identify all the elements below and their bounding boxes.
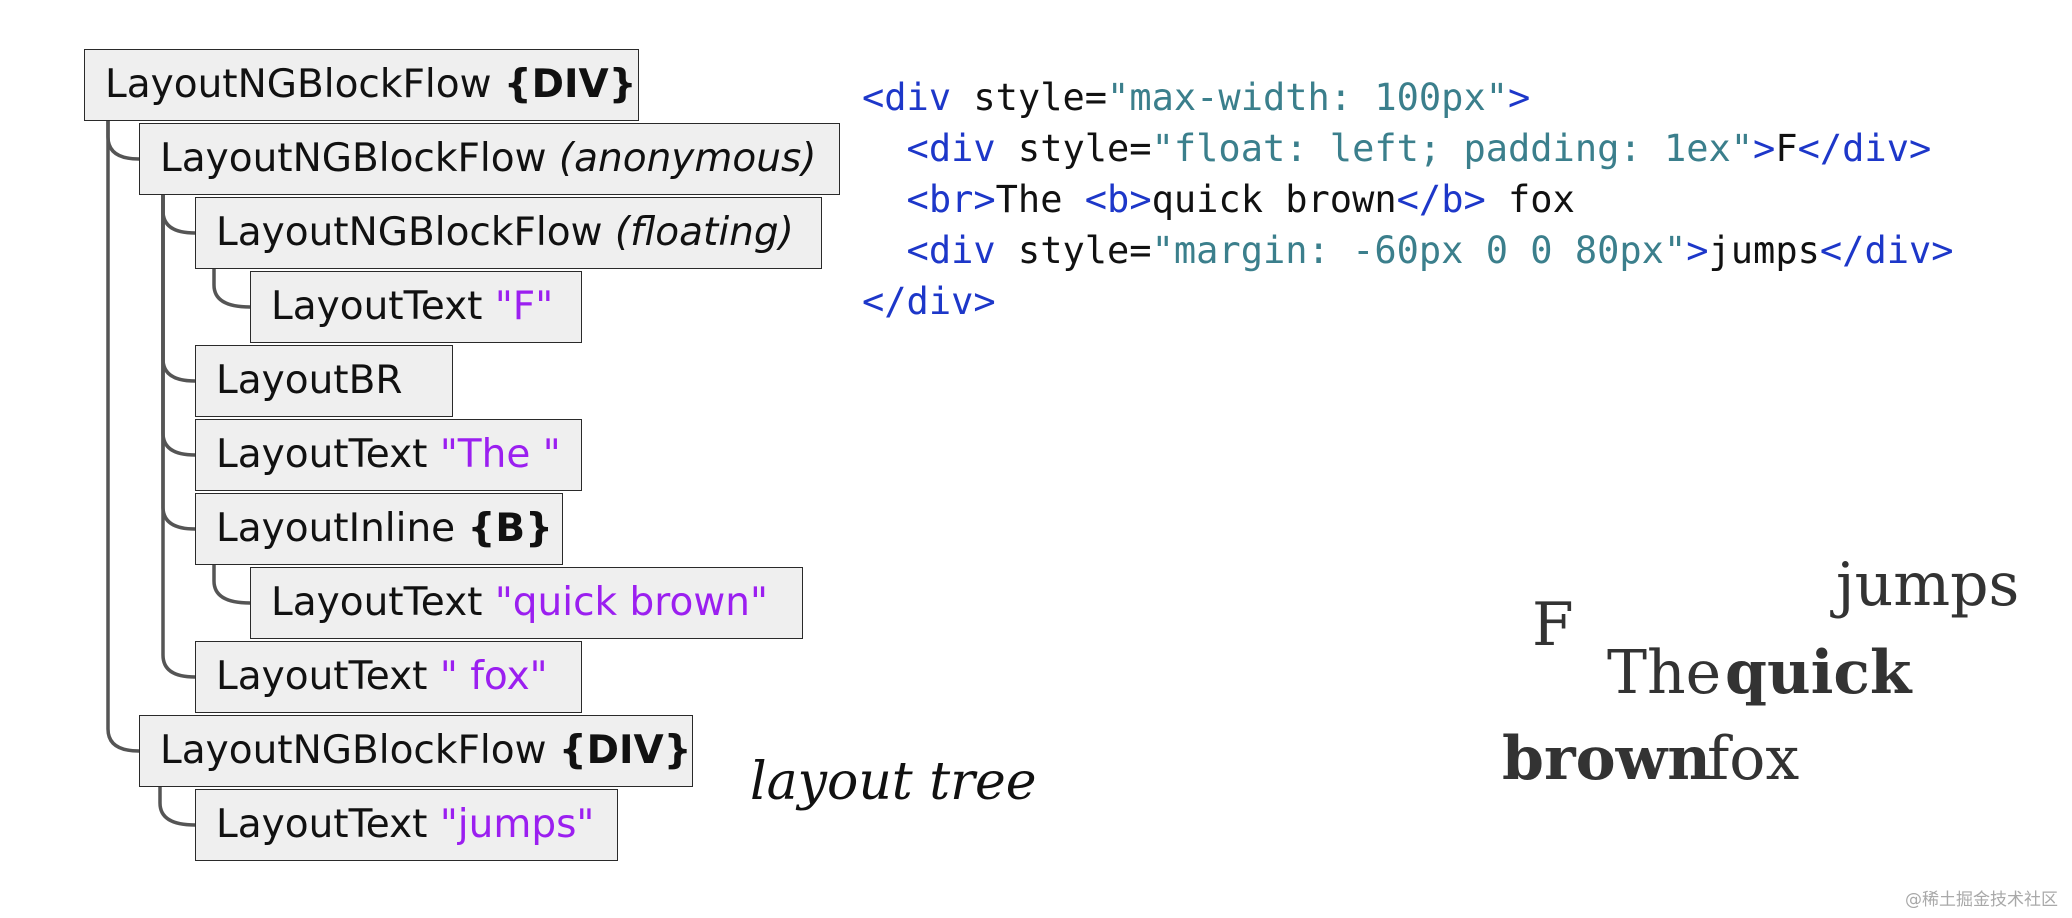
rendered-quick: quick [1725, 638, 1912, 708]
tree-node-inline-b: LayoutInline {B} [195, 493, 563, 565]
code-token: </div> [1819, 229, 1954, 272]
code-token: style= [995, 127, 1152, 170]
node-kind: LayoutText [216, 432, 428, 477]
node-kind: LayoutText [216, 802, 428, 847]
node-annotation: "quick brown" [494, 580, 768, 625]
tree-connector-edge [106, 121, 140, 753]
code-line: <div style="margin: -60px 0 0 80px">jump… [862, 225, 1954, 276]
code-token: jumps [1708, 229, 1820, 272]
code-token: F [1775, 127, 1798, 170]
code-token: <div [862, 76, 952, 119]
code-token: </div> [862, 280, 996, 323]
code-token: style= [995, 229, 1152, 272]
node-annotation: "F" [494, 284, 554, 329]
watermark: @稀土掘金技术社区 [1905, 890, 2058, 910]
tree-connector-edge [212, 269, 251, 309]
node-annotation: " fox" [439, 654, 548, 699]
code-token: "max-width: 100px" [1107, 76, 1509, 119]
node-kind: LayoutNGBlockFlow [105, 62, 492, 107]
node-annotation: {DIV} [503, 62, 637, 107]
code-token: style= [951, 76, 1108, 119]
code-line: <div style="max-width: 100px"> [862, 72, 1954, 123]
code-line: <br>The <b>quick brown</b> fox [862, 174, 1954, 225]
node-annotation: "jumps" [439, 802, 595, 847]
node-kind: LayoutNGBlockFlow [160, 136, 547, 181]
code-token: "float: left; padding: 1ex" [1151, 127, 1754, 170]
node-kind: LayoutInline [216, 506, 456, 551]
rendered-float-f: F [1532, 590, 1574, 660]
code-token: The [995, 178, 1085, 221]
tree-connector-edge [212, 565, 251, 605]
code-token: <b> [1084, 178, 1152, 221]
tree-node-ngblockflow-anonymous: LayoutNGBlockFlow (anonymous) [139, 123, 840, 195]
node-annotation: (anonymous) [558, 136, 817, 181]
code-token: > [1686, 229, 1709, 272]
node-annotation: {B} [467, 506, 553, 551]
code-token: > [1508, 76, 1531, 119]
code-token: </div> [1797, 127, 1932, 170]
rendered-fox: fox [1707, 724, 1800, 794]
code-line: </div> [862, 276, 1954, 327]
tree-node-ngblockflow-div-child: LayoutNGBlockFlow {DIV} [139, 715, 693, 787]
tree-node-br: LayoutBR [195, 345, 453, 417]
rendered-brown: brown [1502, 724, 1711, 794]
code-line: <div style="float: left; padding: 1ex">F… [862, 123, 1954, 174]
node-kind: LayoutNGBlockFlow [160, 728, 547, 773]
code-token: <br> [862, 178, 996, 221]
node-kind: LayoutBR [216, 358, 403, 403]
node-kind: LayoutNGBlockFlow [216, 210, 603, 255]
rendered-the: The [1607, 638, 1722, 708]
node-kind: LayoutText [216, 654, 428, 699]
tree-node-ngblockflow-div-root: LayoutNGBlockFlow {DIV} [84, 49, 639, 121]
code-token: fox [1485, 178, 1575, 221]
code-token: </b> [1396, 178, 1486, 221]
tree-connector-edge [161, 195, 196, 679]
tree-node-text-fox: LayoutText " fox" [195, 641, 582, 713]
node-annotation: (floating) [614, 210, 794, 255]
tree-node-text-the: LayoutText "The " [195, 419, 582, 491]
code-token: <div [862, 127, 996, 170]
tree-node-text-jumps: LayoutText "jumps" [195, 789, 618, 861]
tree-node-text-f: LayoutText "F" [250, 271, 582, 343]
code-token: > [1753, 127, 1776, 170]
tree-node-ngblockflow-floating: LayoutNGBlockFlow (floating) [195, 197, 822, 269]
tree-connector-edge [106, 121, 140, 161]
tree-caption: layout tree [750, 752, 1037, 812]
rendered-output-preview: F jumps The quick brown fox [1480, 550, 2040, 810]
tree-connector-edge [161, 195, 196, 235]
node-kind: LayoutText [271, 284, 483, 329]
rendered-jumps: jumps [1836, 550, 2020, 620]
html-source-code: <div style="max-width: 100px"> <div styl… [862, 72, 1954, 327]
code-token: <div [862, 229, 996, 272]
tree-connector-edge [161, 195, 196, 531]
tree-connector-edge [158, 787, 196, 827]
code-token: quick brown [1151, 178, 1397, 221]
node-kind: LayoutText [271, 580, 483, 625]
tree-node-text-quick-brown: LayoutText "quick brown" [250, 567, 803, 639]
code-token: "margin: -60px 0 0 80px" [1151, 229, 1687, 272]
node-annotation: "The " [439, 432, 561, 477]
node-annotation: {DIV} [558, 728, 692, 773]
